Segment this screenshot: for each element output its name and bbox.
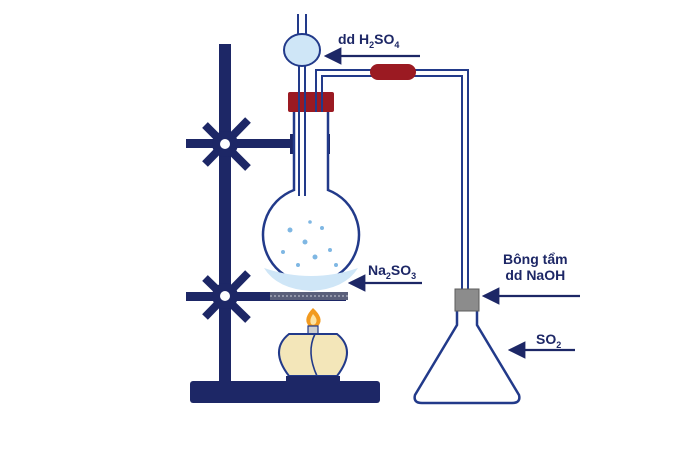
rubber-connector xyxy=(370,64,416,80)
label-so2: SO2 xyxy=(536,331,562,350)
lower-clamp-icon xyxy=(186,270,348,323)
round-bottom-flask xyxy=(261,92,361,291)
conical-flask xyxy=(413,288,521,405)
label-h2so4: dd H2SO4 xyxy=(338,31,400,50)
cotton-plug xyxy=(454,288,480,312)
label-bong-tam-line1: Bông tẩm xyxy=(503,251,568,267)
stand-base xyxy=(190,381,380,403)
gas-bubbles xyxy=(281,220,338,267)
delivery-tube xyxy=(315,64,469,380)
label-na2so3: Na2SO3 xyxy=(368,262,417,281)
wire-gauze xyxy=(270,292,348,300)
flask-stopper xyxy=(288,92,334,112)
stand-rod xyxy=(219,44,231,384)
label-bong-tam-line2: dd NaOH xyxy=(505,267,566,284)
label-bong-tam-naoh: Bông tẩm dd NaOH xyxy=(503,251,568,283)
label-arrows xyxy=(323,47,580,359)
dropping-funnel xyxy=(283,14,321,196)
alcohol-lamp xyxy=(278,308,348,382)
